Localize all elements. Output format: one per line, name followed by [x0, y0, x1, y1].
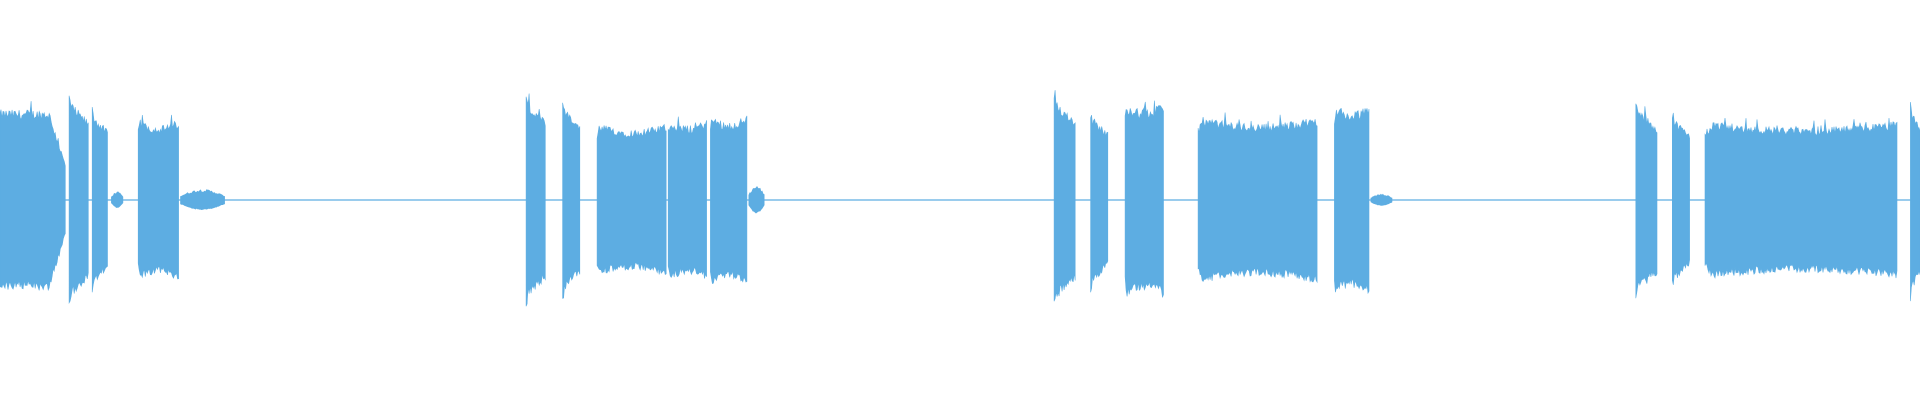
- waveform-segment-17: [1370, 193, 1393, 206]
- waveform-segment-5: [180, 189, 225, 211]
- waveform-segment-15: [1197, 112, 1318, 284]
- waveform-segment-9: [667, 116, 707, 279]
- waveform-layer: [0, 90, 1920, 307]
- waveform-segment-11: [748, 185, 765, 214]
- waveform-segment-6: [525, 93, 546, 307]
- waveform-segment-18: [1635, 103, 1658, 299]
- waveform-segment-4: [137, 114, 179, 280]
- waveform-segment-0: [0, 101, 66, 292]
- waveform-segment-2: [91, 106, 108, 293]
- waveform-segment-16: [1334, 108, 1370, 295]
- waveform-segment-12: [1053, 90, 1076, 302]
- waveform-segment-13: [1090, 114, 1109, 293]
- waveform-segment-7: [562, 102, 581, 299]
- waveform-segment-1: [68, 95, 89, 305]
- waveform-segment-8: [596, 123, 667, 276]
- waveform-segment-3: [111, 191, 124, 208]
- waveform-segment-19: [1672, 112, 1690, 285]
- waveform-segment-21: [1910, 101, 1920, 302]
- waveform-segment-20: [1704, 117, 1898, 279]
- waveform-segment-14: [1124, 100, 1164, 298]
- waveform-segment-10: [710, 115, 748, 285]
